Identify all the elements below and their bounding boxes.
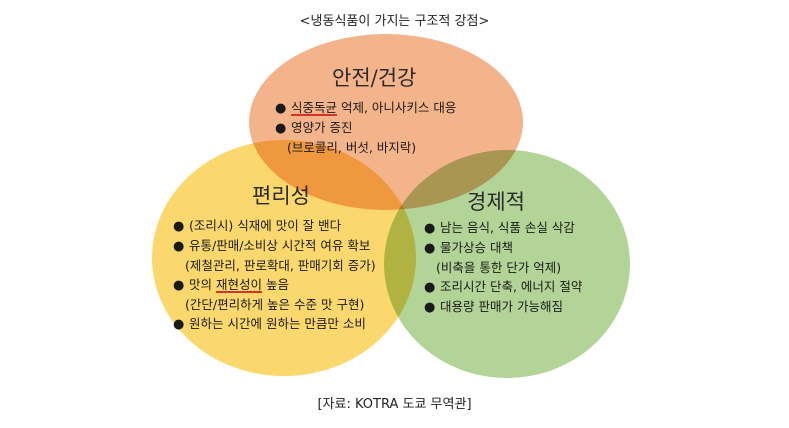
convenience-item-3: ●맛의 재현성이 높음 (173, 277, 289, 293)
economy-circle (384, 150, 630, 378)
bullet-icon: ● (173, 278, 185, 293)
diagram-title: <냉동식품이 가지는 구조적 강점> (299, 14, 490, 29)
economy-item-1: ●남는 음식, 식품 손실 삭감 (424, 220, 575, 236)
economy-item-3: ●조리시간 단축, 에너지 절약 (424, 279, 583, 295)
bullet-icon: ● (173, 317, 185, 332)
safety-item-2-sub: (브로콜리, 버섯, 바지락) (287, 140, 417, 155)
economy-items: ●남는 음식, 식품 손실 삭감 ●물가상승 대책 (비축을 통한 단가 억제)… (424, 218, 582, 317)
convenience-item-2-sub: (제철관리, 판로확대, 판매기회 증가) (185, 258, 376, 273)
bullet-icon: ● (424, 221, 436, 236)
economy-item-2: ●물가상승 대책 (424, 240, 513, 256)
safety-title: 안전/건강 (332, 66, 417, 90)
bullet-icon: ● (424, 280, 436, 295)
convenience-circle (152, 140, 416, 376)
convenience-title: 편리성 (252, 184, 310, 208)
safety-item-1: ●식중독균 억제, 아니사키스 대응 (275, 100, 457, 116)
underlined-term: 재현성이 (215, 277, 262, 292)
convenience-item-2: ●유통/판매/소비상 시간적 여유 확보 (173, 238, 371, 254)
bullet-icon: ● (275, 121, 287, 136)
bullet-icon: ● (424, 241, 436, 256)
bullet-icon: ● (275, 101, 287, 116)
convenience-items: ●(조리시) 식재에 맛이 잘 밴다 ●유통/판매/소비상 시간적 여유 확보 … (173, 216, 376, 334)
economy-item-2-sub: (비축을 통한 단가 억제) (436, 260, 562, 275)
bullet-icon: ● (424, 300, 436, 315)
bullet-icon: ● (173, 239, 185, 254)
source-caption: [자료: KOTRA 도쿄 무역관] (317, 397, 472, 412)
safety-items: ●식중독균 억제, 아니사키스 대응 ●영양가 증진 (브로콜리, 버섯, 바지… (275, 98, 456, 157)
underlined-term: 식중독균 (291, 100, 338, 115)
bullet-icon: ● (173, 219, 185, 234)
convenience-item-3-sub: (간단/편리하게 높은 수준 맛 구현) (185, 297, 365, 312)
convenience-item-4: ●원하는 시간에 원하는 만큼만 소비 (173, 316, 366, 332)
economy-title: 경제적 (467, 190, 525, 214)
economy-item-4: ●대용량 판매가 가능해짐 (424, 299, 563, 315)
safety-item-2: ●영양가 증진 (275, 120, 353, 136)
convenience-item-1: ●(조리시) 식재에 맛이 잘 밴다 (173, 218, 342, 234)
